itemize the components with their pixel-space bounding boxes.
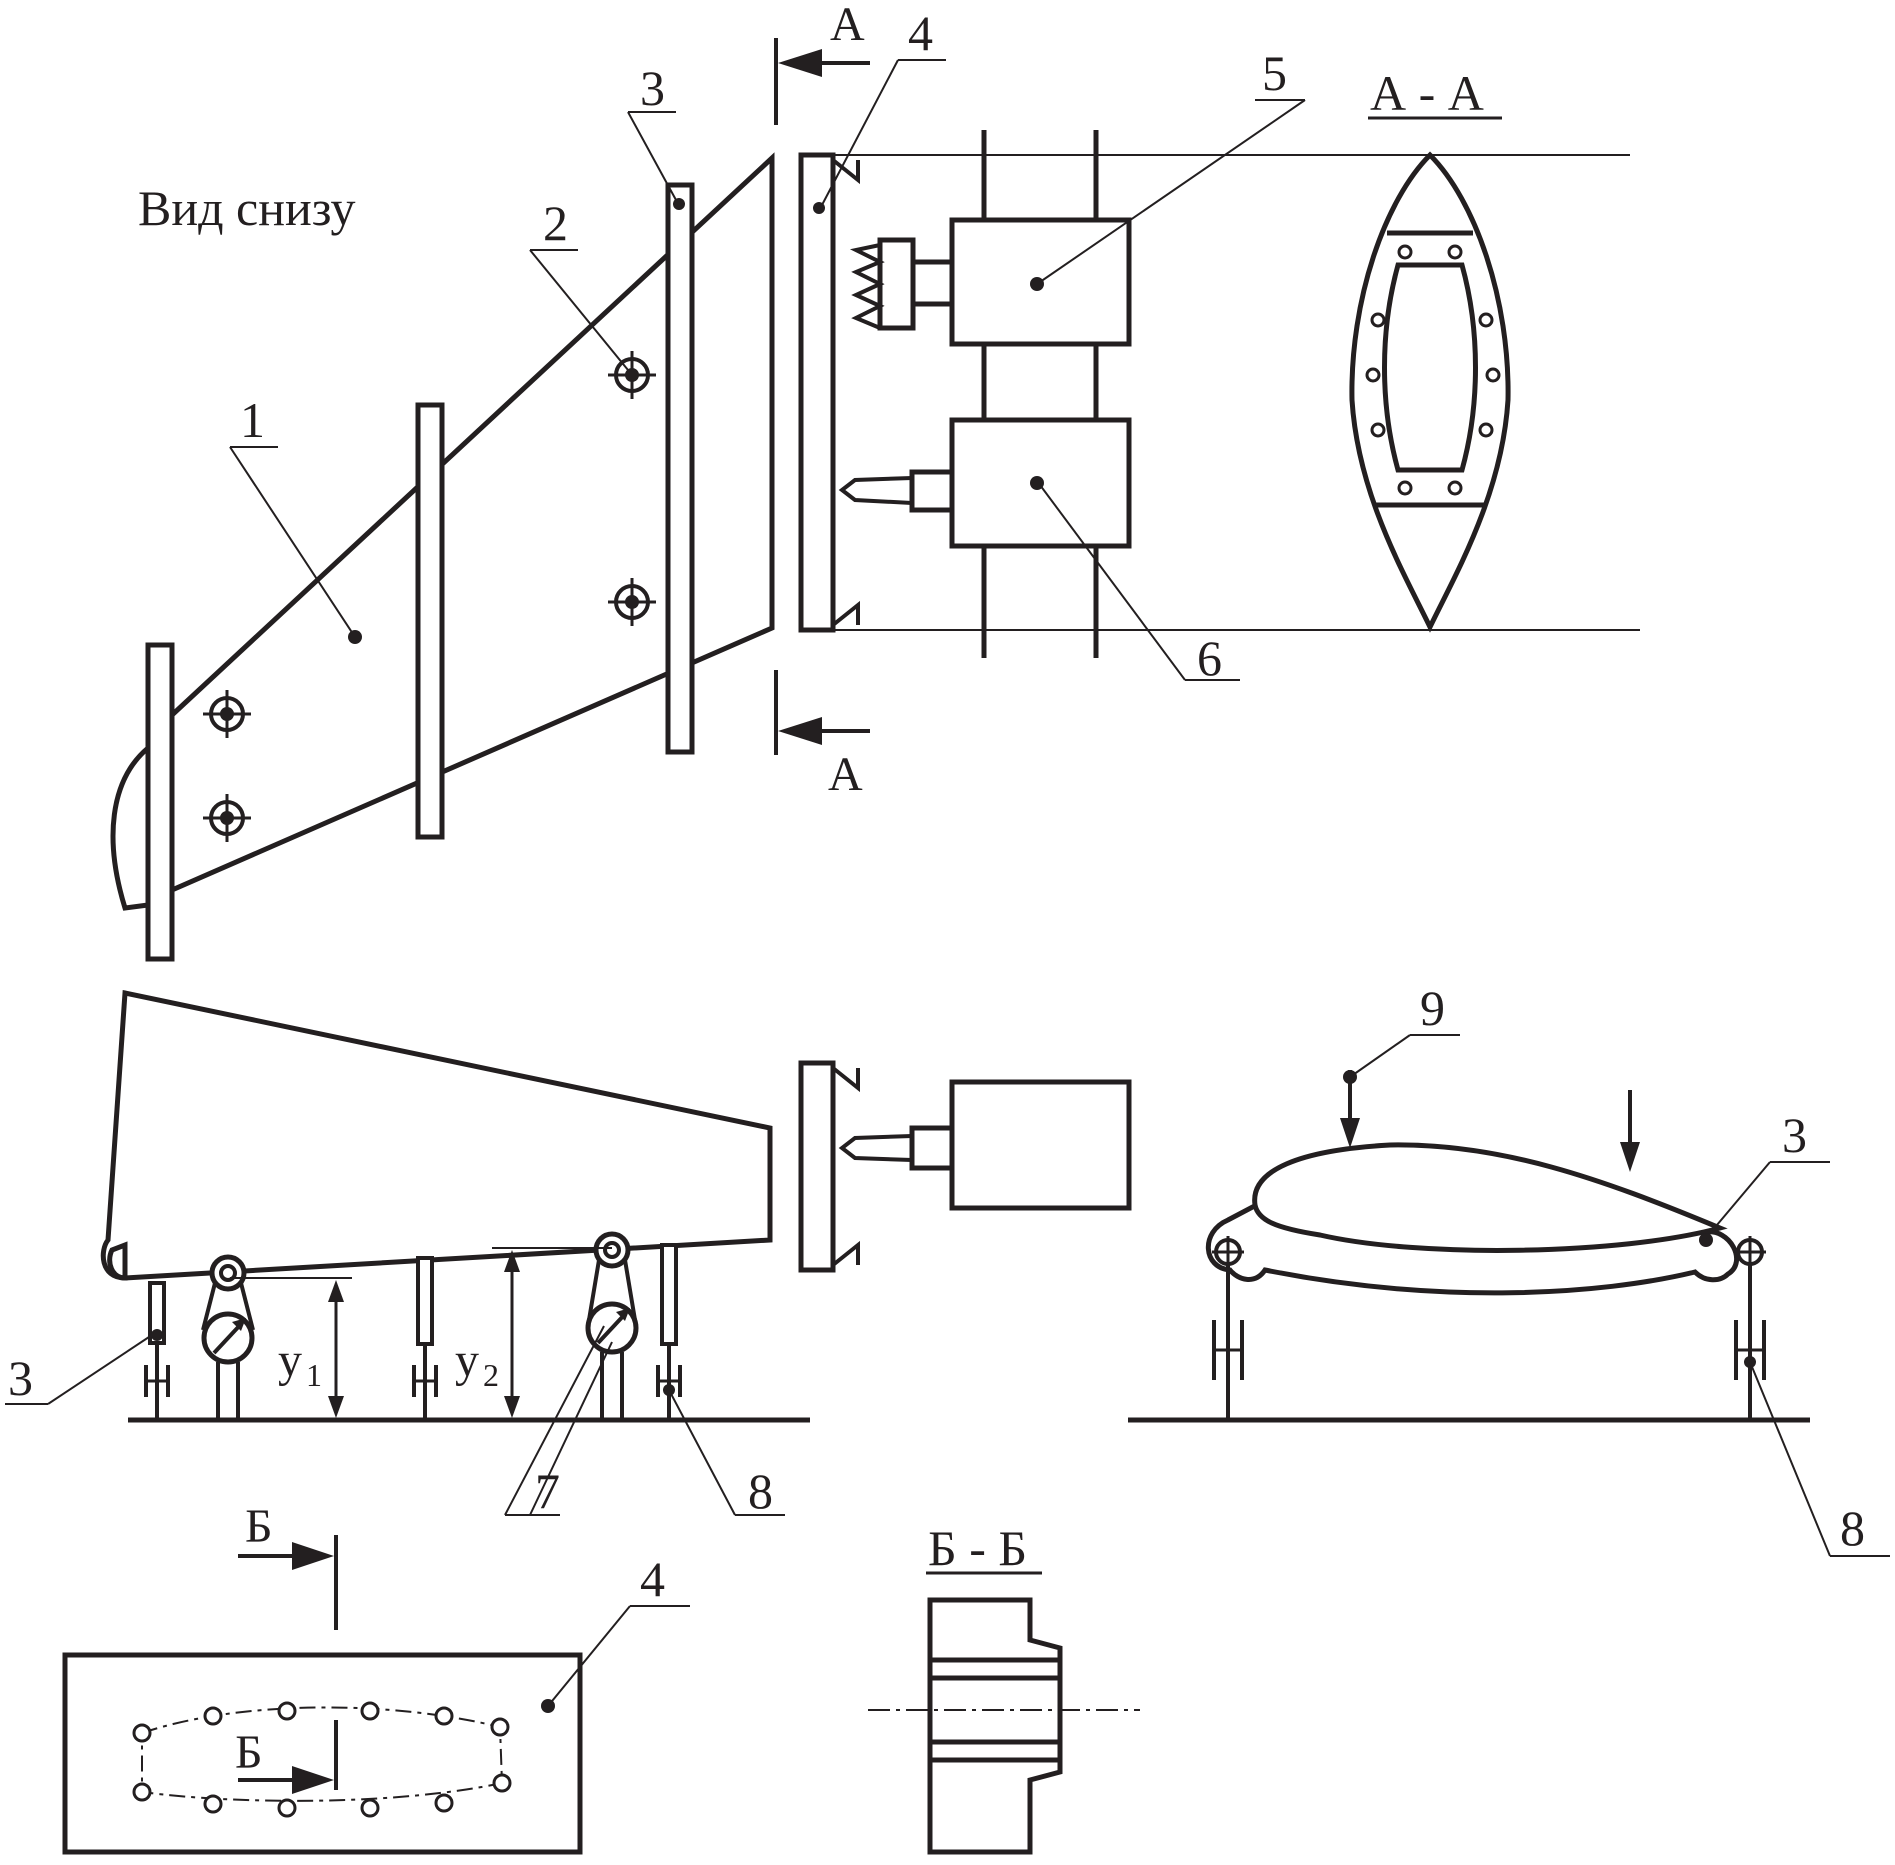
airfoil-section-outline <box>1349 151 1511 633</box>
callout-4-top: 4 <box>821 5 946 206</box>
target-hole <box>608 351 656 399</box>
svg-text:1: 1 <box>306 1357 322 1393</box>
section-bb-bushing-upper <box>927 1657 1063 1681</box>
cut-label-b-inner: Б <box>235 1726 263 1779</box>
clamp-bottom <box>831 600 860 627</box>
svg-text:9: 9 <box>1420 980 1445 1036</box>
svg-text:3: 3 <box>640 60 665 116</box>
pivot-support-1 <box>201 1254 255 1420</box>
screw-jack-support <box>412 1256 438 1420</box>
pivot-support-2 <box>585 1231 639 1420</box>
screw-jack-support <box>656 1243 682 1420</box>
svg-text:4: 4 <box>640 1551 665 1607</box>
side-view: y 1 y 2 3 7 8 <box>5 989 1132 1519</box>
wing-panel-outline <box>170 152 775 893</box>
svg-text:8: 8 <box>748 1463 773 1519</box>
cut-arrow-a-bottom <box>778 717 870 745</box>
rib-root <box>145 642 175 962</box>
nose-fairing <box>110 746 150 911</box>
load-arrow-left <box>1340 1070 1360 1148</box>
milling-cutter-teeth <box>849 243 885 330</box>
cut-arrow-a-top <box>778 49 870 77</box>
callout-3-side: 3 <box>5 1334 153 1406</box>
plate-4-outline <box>62 1652 583 1855</box>
cradle-pivot-right <box>1734 1236 1766 1268</box>
front-view: 9 3 8 <box>1128 980 1890 1557</box>
svg-text:4: 4 <box>908 5 933 61</box>
drill-bit-side <box>838 1134 913 1162</box>
drill-chuck-side <box>909 1125 955 1171</box>
callout-6: 6 <box>1039 484 1240 686</box>
wing-side-outline <box>100 989 773 1281</box>
rib-3-marker-dot <box>673 198 685 210</box>
dimension-y1: y 1 <box>230 1277 352 1418</box>
svg-text:y: y <box>278 1334 302 1387</box>
cut-label-a-top: А <box>830 0 865 51</box>
load-arrow-right <box>1620 1090 1640 1172</box>
drill-bit <box>838 476 913 505</box>
callout-5: 5 <box>1039 45 1306 283</box>
svg-text:1: 1 <box>240 392 265 448</box>
svg-text:7: 7 <box>535 1463 560 1519</box>
svg-text:8: 8 <box>1840 1500 1865 1556</box>
svg-text:6: 6 <box>1197 630 1222 686</box>
callout-8-side: 8 <box>668 1389 785 1519</box>
callout-2: 2 <box>529 195 629 371</box>
callout-4-bottom: 4 <box>547 1551 690 1707</box>
section-b-b: Б - Б <box>868 1520 1140 1855</box>
target-hole <box>203 794 251 842</box>
callout-3-front: 3 <box>1705 1107 1830 1239</box>
bolt-hole-pattern <box>132 1701 512 1818</box>
section-aa-title: А - А <box>1370 65 1484 121</box>
callout-7: 7 <box>504 1325 613 1519</box>
dimension-y2: y 2 <box>455 1247 612 1418</box>
view-title: Вид снизу <box>138 180 355 236</box>
bolt-hole-ring <box>1365 244 1501 496</box>
drill-unit-side <box>949 1079 1132 1211</box>
fixture-plate-4 <box>798 152 836 633</box>
unit-5-marker-dot <box>1030 277 1044 291</box>
svg-text:2: 2 <box>483 1357 499 1393</box>
svg-text:3: 3 <box>8 1350 33 1406</box>
section-bb-plate-upper <box>927 1597 1063 1663</box>
section-bb-title: Б - Б <box>928 1520 1027 1576</box>
clamp-side-bottom <box>831 1240 860 1267</box>
target-hole <box>203 690 251 738</box>
cut-label-b-top: Б <box>245 1500 273 1553</box>
cut-arrow-b-inner <box>238 1766 334 1794</box>
svg-text:y: y <box>455 1334 479 1387</box>
top-view: Вид снизу <box>110 0 1640 962</box>
cut-label-a-bottom: А <box>828 748 863 801</box>
fixture-plate-side <box>798 1060 836 1273</box>
section-inner-cutout <box>1382 262 1478 473</box>
front-screw-jack-right <box>1734 1264 1766 1420</box>
front-screw-jack-left <box>1212 1264 1244 1420</box>
section-bb-plate-lower <box>927 1757 1063 1855</box>
screw-jack-support <box>144 1281 170 1420</box>
target-hole <box>608 578 656 626</box>
plate-4-view: Б Б 4 <box>62 1500 690 1855</box>
callout-9: 9 <box>1349 980 1460 1078</box>
callout-3-top: 3 <box>627 60 677 201</box>
cradle-3-marker-dot <box>1699 1233 1713 1247</box>
svg-text:5: 5 <box>1262 45 1287 101</box>
airfoil-front <box>1252 1142 1728 1253</box>
wing-side-nose <box>107 1241 128 1281</box>
clamp-side-top <box>831 1066 860 1093</box>
callout-8-front: 8 <box>1749 1361 1890 1557</box>
milling-spindle <box>910 259 955 307</box>
drill-chuck <box>909 469 955 513</box>
svg-text:3: 3 <box>1782 1107 1807 1163</box>
section-bb-bushing-lower <box>927 1739 1063 1763</box>
section-a-a: А - А <box>1349 65 1511 633</box>
callout-1: 1 <box>229 392 362 644</box>
rib-middle <box>415 402 445 840</box>
svg-text:2: 2 <box>543 195 568 251</box>
rib-fitting-3 <box>665 182 695 755</box>
cut-arrow-b-top <box>238 1542 334 1570</box>
milling-cutter-body <box>877 237 916 331</box>
